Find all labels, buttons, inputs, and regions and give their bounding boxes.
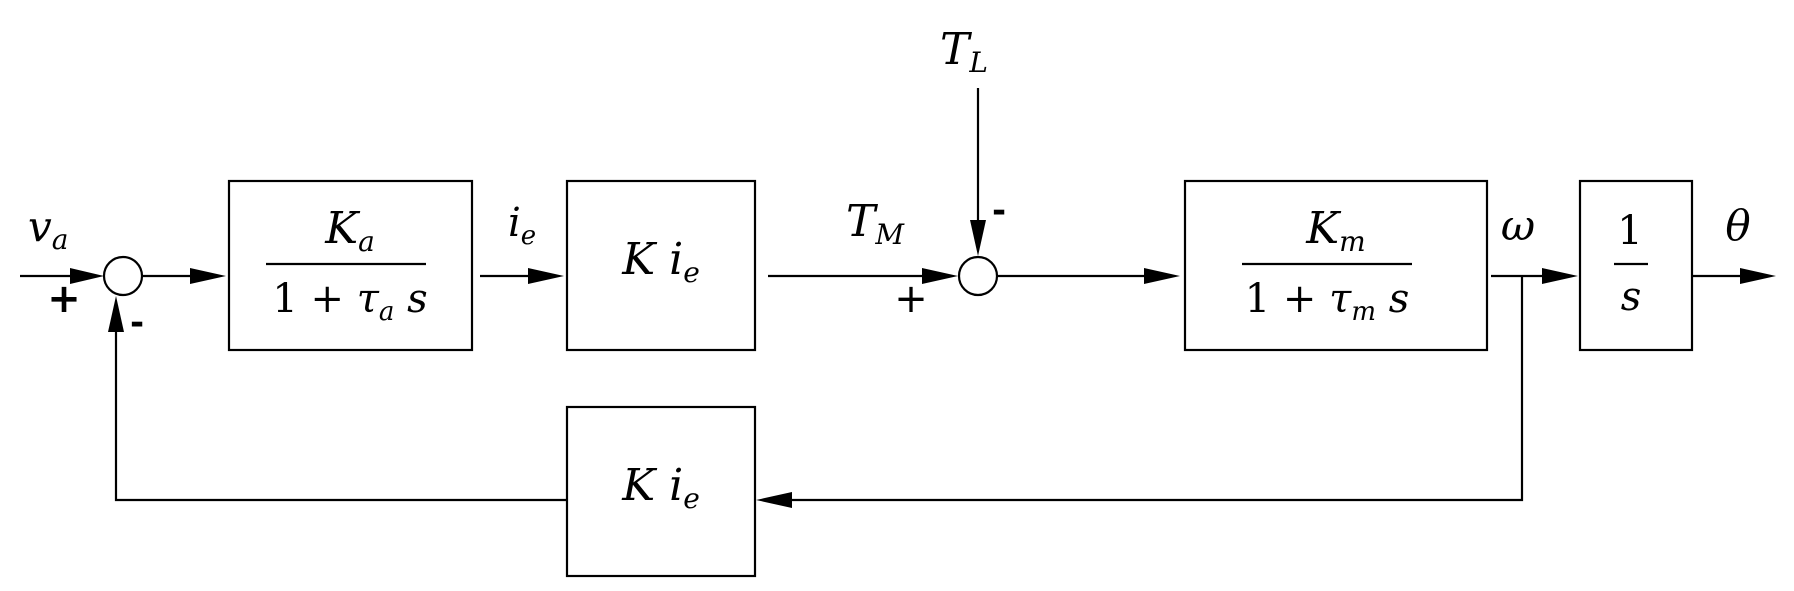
summing-junction-2 [957,255,999,297]
armature-block: Ka 1 + τa s [227,179,474,352]
label-load-torque: TL [940,24,988,79]
sign-sum1-feedback: - [130,303,144,343]
arrowheads [70,220,1776,508]
arrowhead-integrator-input [1542,268,1578,284]
torque-gain-block: K ie [565,179,757,352]
line-feedback-right [790,276,1524,502]
sign-sum1-input: + [47,276,81,322]
armature-denominator: 1 + τa s [272,276,427,327]
integrator-block: 1 s [1578,179,1694,352]
feedback-gain-label: K ie [621,460,700,515]
armature-numerator: Ka [324,203,375,258]
feedback-gain-block: K ie [565,405,757,578]
arrowhead-feedback-gain-input [756,492,792,508]
line-feedback-left [114,330,566,502]
mechanical-numerator: Km [1305,203,1365,258]
sign-sum2-motor: + [894,276,928,322]
arrowhead-mechanical-input [1144,268,1180,284]
feedback-gain-block-frame [565,405,757,578]
signal-lines [20,88,1752,502]
integrator-denominator: s [1621,274,1642,320]
torque-gain-block-frame [565,179,757,352]
integrator-numerator: 1 [1617,208,1642,254]
arrowhead-torque-input [528,268,564,284]
arrowhead-armature-input [190,268,226,284]
arrowhead-sum2-load [970,220,986,256]
torque-gain-label: K ie [621,234,700,289]
label-angle: θ [1725,201,1750,250]
arrowhead-sum1-feedback [108,296,124,332]
arrowhead-sum2-motor [922,268,958,284]
arrowhead-sum1-input [70,268,104,284]
integrator-block-frame [1578,179,1694,352]
sign-sum2-load: - [992,191,1006,231]
label-armature-current: ie [508,200,536,251]
mechanical-denominator: 1 + τm s [1245,276,1409,327]
mechanical-block-frame [1183,179,1489,352]
summing-junction-1 [102,255,144,297]
label-motor-torque: TM [846,196,905,251]
arrowhead-output [1740,268,1776,284]
mechanical-block: Km 1 + τm s [1183,179,1489,352]
armature-block-frame [227,179,474,352]
label-angular-speed: ω [1501,201,1535,250]
label-input-voltage: va [28,202,68,256]
